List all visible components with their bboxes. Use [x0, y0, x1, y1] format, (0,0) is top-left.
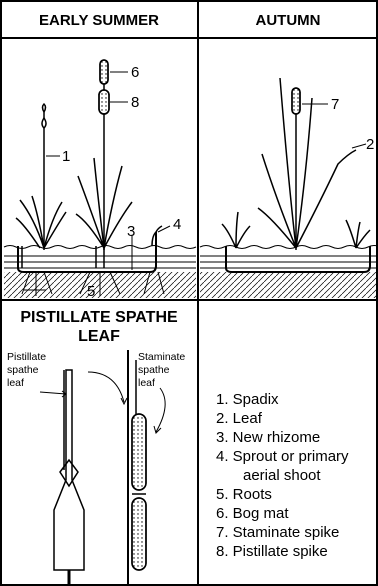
pistillate-label-2: spathe	[7, 364, 39, 376]
legend-item-8: 8. Pistillate spike	[216, 543, 328, 560]
callout-3: 3	[127, 223, 135, 240]
callout-5: 5	[87, 283, 95, 300]
callout-4: 4	[173, 216, 181, 233]
legend-item-7: 7. Staminate spike	[216, 524, 339, 541]
header-early-summer: EARLY SUMMER	[39, 12, 159, 29]
legend-item-1: 1. Spadix	[216, 391, 279, 408]
staminate-label-2: spathe	[138, 364, 170, 376]
staminate-label-3: leaf	[138, 377, 155, 389]
pistillate-spathe-leaf	[54, 370, 84, 585]
header-autumn: AUTUMN	[256, 12, 321, 29]
legend: 1. Spadix 2. Leaf 3. New rhizome 4. Spro…	[216, 391, 349, 560]
callout-2: 2	[366, 136, 374, 153]
pistillate-label-1: Pistillate	[7, 351, 46, 363]
early-summer-panel: 1 6 8 3 4 5	[4, 60, 196, 300]
callout-1: 1	[62, 148, 70, 165]
callout-6: 6	[131, 64, 139, 81]
legend-item-3: 3. New rhizome	[216, 429, 320, 446]
plant-early-b	[76, 60, 132, 250]
detail-panel: PISTILLATE SPATHE LEAF Pistillate spathe…	[7, 309, 185, 585]
legend-item-5: 5. Roots	[216, 486, 272, 503]
staminate-label-1: Staminate	[138, 351, 185, 363]
plant-autumn-small	[222, 212, 250, 248]
legend-item-6: 6. Bog mat	[216, 505, 289, 522]
autumn-panel: 7 2	[200, 78, 378, 298]
legend-item-4-cont: aerial shoot	[243, 467, 321, 484]
legend-item-2: 2. Leaf	[216, 410, 263, 427]
plant-autumn-right	[346, 220, 370, 248]
detail-title-line1: PISTILLATE SPATHE	[20, 309, 178, 326]
bog-mat-autumn	[200, 272, 376, 298]
legend-item-4: 4. Sprout or primary	[216, 448, 349, 465]
detail-title-line2: LEAF	[78, 328, 120, 345]
callout-7: 7	[331, 96, 339, 113]
pistillate-label-3: leaf	[7, 377, 24, 389]
callout-8: 8	[131, 94, 139, 111]
water-surface	[4, 246, 196, 269]
plant-early-a	[16, 104, 66, 250]
